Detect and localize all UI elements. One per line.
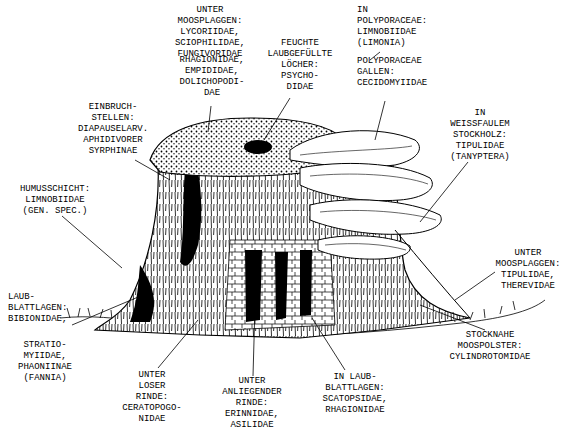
callout-label: STRATIO- MYIIDAE, PHAONIINAE (FANNIA): [17, 340, 74, 384]
callout-label: FEUCHTE LAUBGEFÜLLTE LÖCHER: PSYCHO- DID…: [267, 38, 334, 93]
callout-label: UNTER MOOSPLAGGEN: LYCORIIDAE, SCIOPHILI…: [174, 5, 247, 60]
callout-label: POLYPORACEAE GALLEN: CECIDOMYIIDAE: [357, 56, 430, 89]
callout-label: UNTER ANLIEGENDER RINDE: ERINNIDAE, ASIL…: [221, 376, 283, 431]
callout-label: RHAGIONIDAE, EMPIDIDAE, DOLICHOPODI- DAE: [178, 55, 246, 99]
callout-label: UNTER MOOSPLAGGEN: TIPULIDAE, THEREVIDAE: [494, 248, 562, 292]
callout-label: HUMUSSCHICHT: LIMNOBIIDAE (GEN. SPEC.): [19, 184, 92, 217]
callout-label: STOCKNAHE MOOSPOLSTER: CYLINDROTOMIDAE: [448, 330, 532, 363]
callout-label: UNTER LOSER RINDE: CERATOPOGO- NIDAE: [122, 370, 182, 425]
callout-label: LAUB- BLATTLAGEN: BIBIONIDAE,: [8, 292, 70, 325]
callout-label: EINBRUCH- STELLEN: DIAPAUSELARV. APHIDIV…: [77, 102, 150, 157]
callout-label: IN POLYPORACEAE: LIMNOBIIDAE (LIMONIA): [357, 5, 430, 49]
callout-label: IN WEISSFAULEM STOCKHOLZ: TIPULIDAE (TAN…: [449, 108, 511, 163]
callout-label: IN LAUB- BLATTLAGEN: SCATOPSIDAE, RHAGIO…: [321, 372, 389, 416]
leader-lines: [62, 52, 495, 376]
